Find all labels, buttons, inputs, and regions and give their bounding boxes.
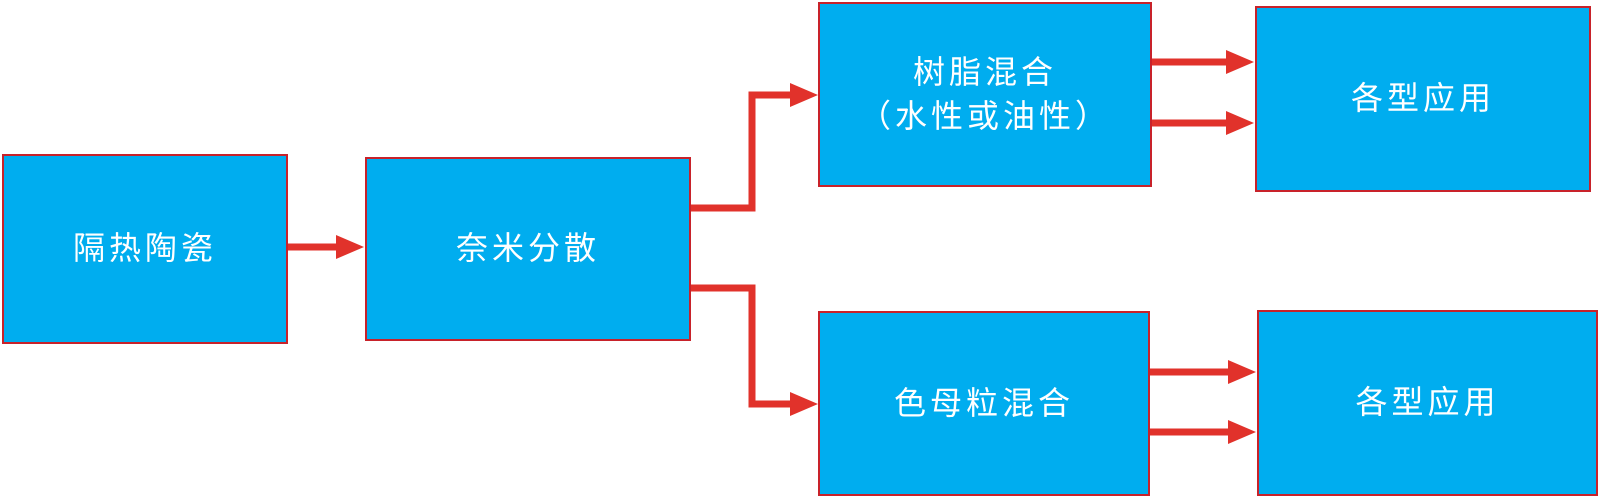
arrowhead-app-top-lower	[1226, 111, 1254, 135]
node-application-top-label: 各型应用	[1350, 79, 1495, 118]
node-ceramic-label: 隔热陶瓷	[72, 229, 217, 268]
arrowhead-nano	[336, 235, 364, 259]
arrowhead-app-bottom-lower	[1228, 420, 1256, 444]
arrow-nano-to-masterbatch	[690, 284, 795, 408]
arrowhead-app-bottom-upper	[1228, 360, 1256, 384]
node-application-bottom: 各型应用	[1257, 310, 1598, 496]
arrow-nano-to-resin	[690, 91, 795, 212]
node-ceramic: 隔热陶瓷	[2, 154, 288, 344]
node-resin-mixing: 树脂混合 （水性或油性）	[818, 2, 1152, 187]
arrowhead-masterbatch	[790, 392, 818, 416]
node-nano-dispersion: 奈米分散	[365, 157, 691, 341]
node-resin-mixing-label-line1: 树脂混合	[912, 53, 1057, 92]
node-nano-dispersion-label: 奈米分散	[455, 229, 600, 268]
node-masterbatch-mixing: 色母粒混合	[818, 311, 1150, 496]
node-masterbatch-mixing-label: 色母粒混合	[893, 383, 1074, 422]
node-application-bottom-label: 各型应用	[1355, 383, 1500, 422]
node-resin-mixing-label-line2: （水性或油性）	[858, 96, 1111, 135]
node-application-top: 各型应用	[1255, 6, 1591, 192]
arrowhead-resin	[790, 83, 818, 107]
arrowhead-app-top-upper	[1226, 50, 1254, 74]
